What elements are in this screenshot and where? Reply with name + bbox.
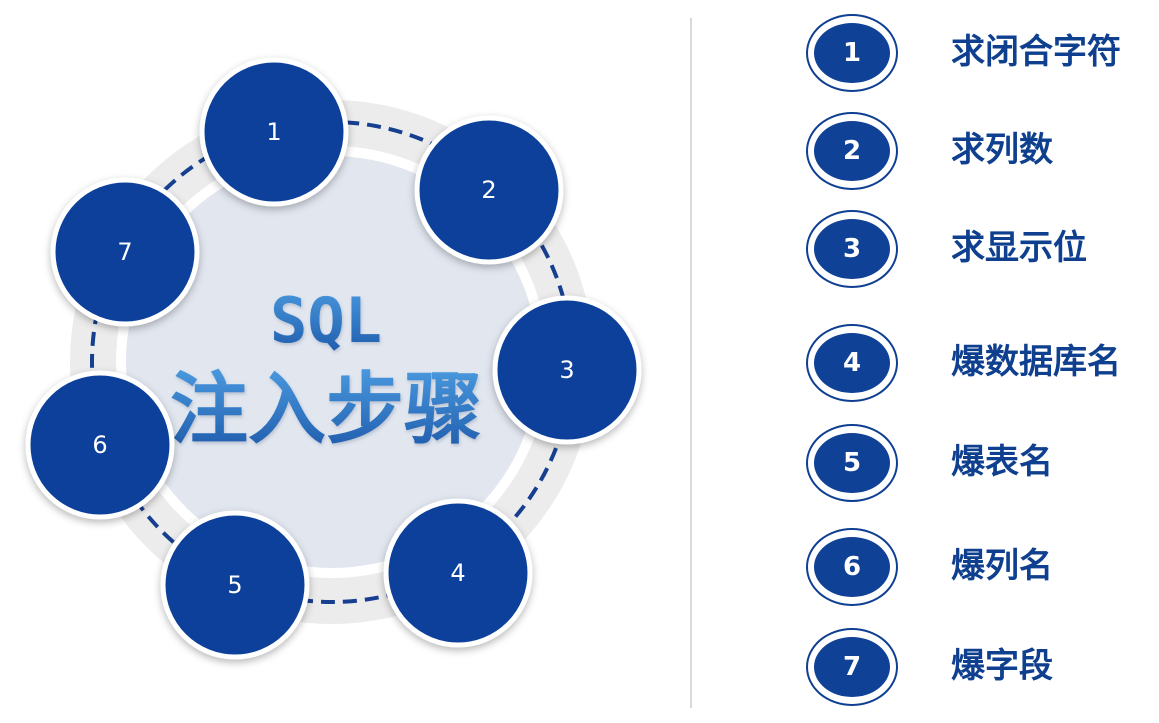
- step-row-1: 1 求闭合字符: [806, 14, 1146, 94]
- step-badge-5: 5: [806, 424, 898, 502]
- step-label-1: 求闭合字符: [951, 32, 1121, 72]
- inner-disc: [126, 156, 538, 568]
- step-row-2: 2 求列数: [806, 112, 1146, 192]
- node-7-label: 7: [117, 238, 132, 266]
- center-title-steps: 注入步骤: [170, 365, 482, 455]
- node-6-circle: [25, 370, 175, 520]
- step-label-6: 爆列名: [951, 546, 1053, 586]
- step-badge-6: 6: [806, 528, 898, 606]
- node-5-label: 5: [227, 571, 242, 599]
- node-1-label: 1: [266, 118, 281, 146]
- step-number-6: 6: [814, 537, 890, 597]
- step-row-4: 4 爆数据库名: [806, 324, 1146, 404]
- step-badge-2: 2: [806, 112, 898, 190]
- node-5-circle: [160, 510, 310, 660]
- node-2-circle: [414, 115, 564, 265]
- step-number-5: 5: [814, 433, 890, 493]
- step-label-5: 爆表名: [951, 442, 1053, 482]
- step-number-3: 3: [814, 219, 890, 279]
- vertical-divider: [690, 18, 692, 708]
- node-2-label: 2: [481, 176, 496, 204]
- node-7-circle: [50, 177, 200, 327]
- step-badge-3: 3: [806, 210, 898, 288]
- step-label-2: 求列数: [951, 130, 1053, 170]
- node-3-circle: [492, 295, 642, 445]
- step-label-7: 爆字段: [951, 646, 1053, 686]
- node-4-circle: [383, 498, 533, 648]
- step-number-7: 7: [814, 637, 890, 697]
- step-row-3: 3 求显示位: [806, 210, 1146, 290]
- step-row-7: 7 爆字段: [806, 628, 1146, 708]
- node-4-label: 4: [450, 559, 465, 587]
- node-3-label: 3: [559, 356, 574, 384]
- step-row-6: 6 爆列名: [806, 528, 1146, 608]
- step-label-3: 求显示位: [951, 228, 1087, 268]
- step-number-1: 1: [814, 23, 890, 83]
- step-badge-4: 4: [806, 324, 898, 402]
- step-row-5: 5 爆表名: [806, 424, 1146, 504]
- node-6-label: 6: [92, 431, 107, 459]
- step-badge-7: 7: [806, 628, 898, 706]
- node-1-circle: [199, 57, 349, 207]
- center-title-sql: SQL: [270, 284, 382, 357]
- step-badge-1: 1: [806, 14, 898, 92]
- step-number-2: 2: [814, 121, 890, 181]
- step-label-4: 爆数据库名: [951, 342, 1121, 382]
- step-number-4: 4: [814, 333, 890, 393]
